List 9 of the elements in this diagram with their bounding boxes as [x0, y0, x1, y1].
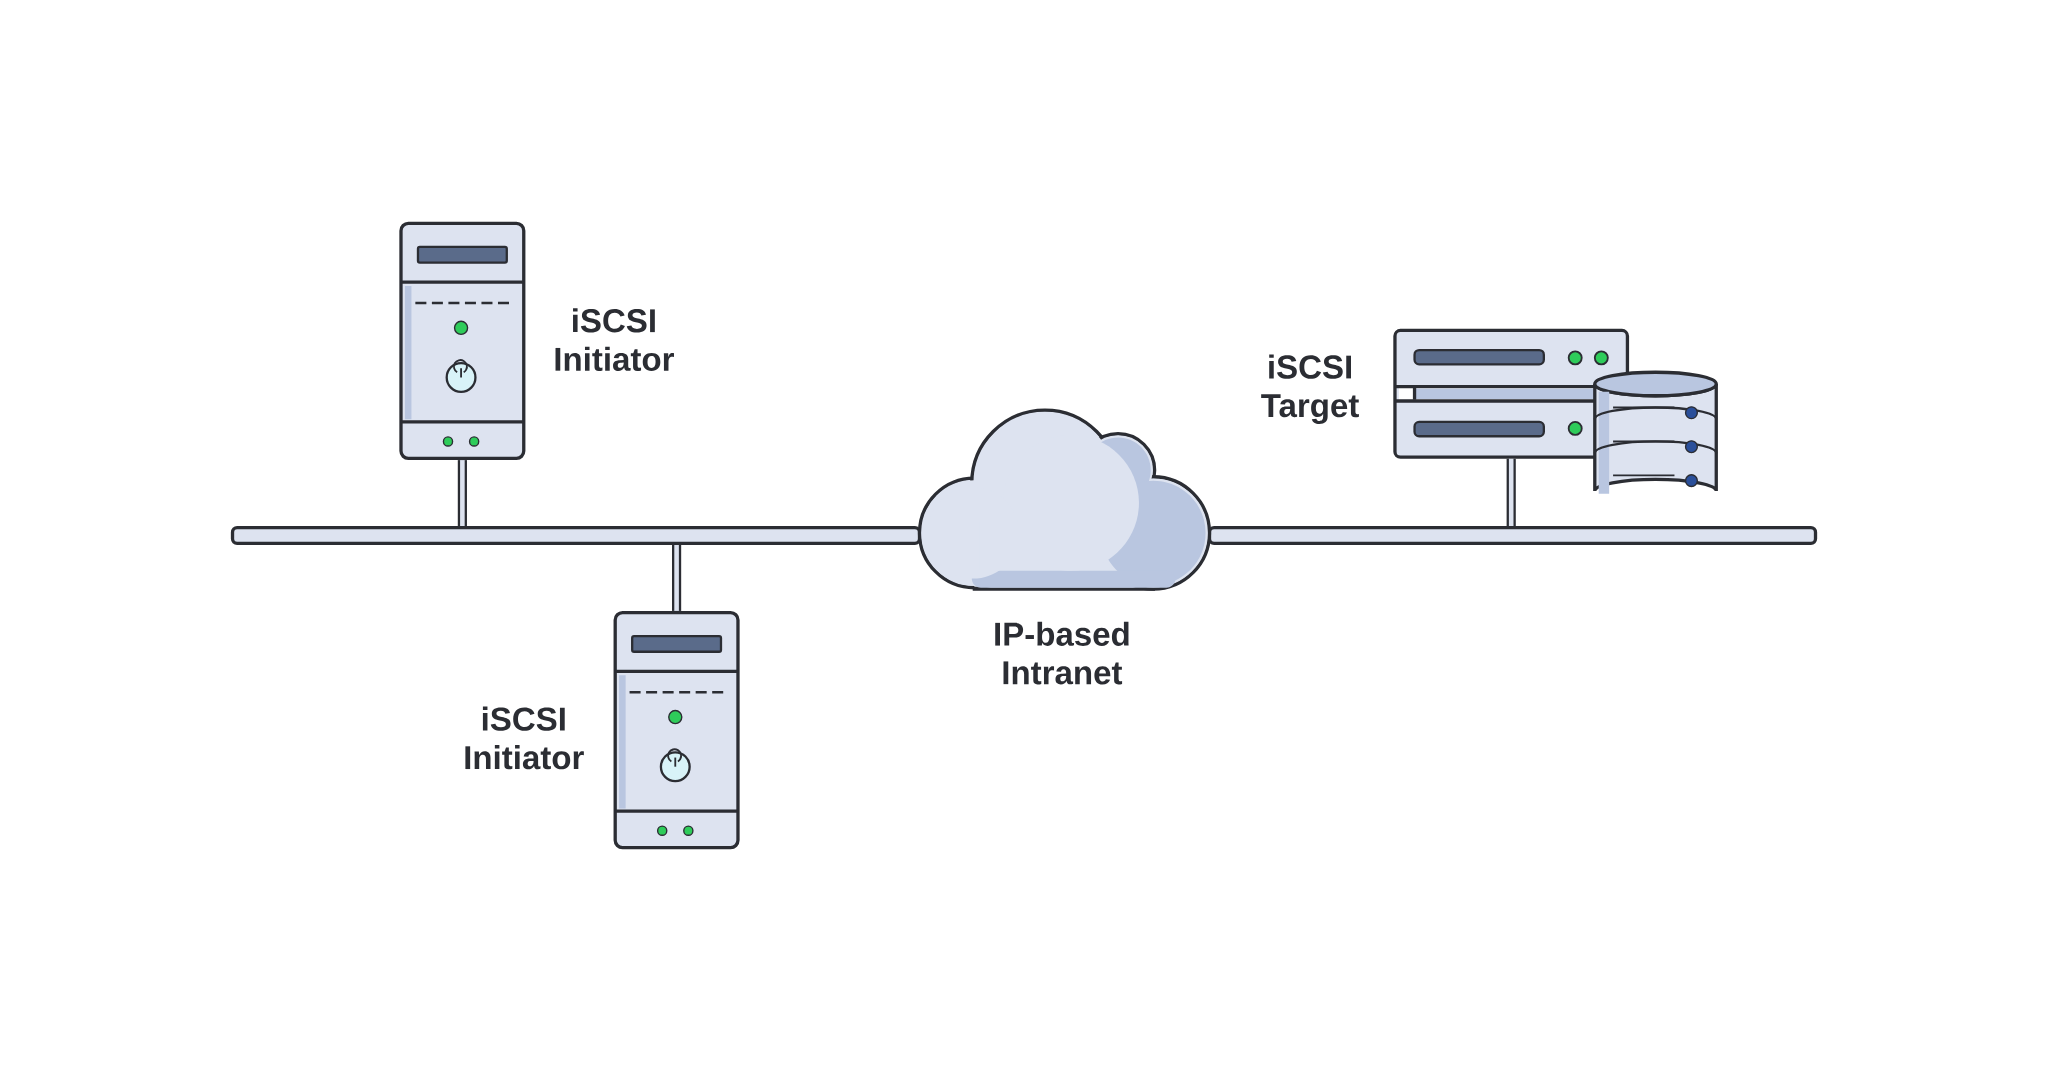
network-cable [1207, 525, 1818, 545]
cable-stub [457, 459, 467, 526]
device-label: iSCSI Initiator [465, 706, 584, 770]
network-cable [230, 525, 922, 545]
device-label: iSCSI Initiator [555, 308, 674, 371]
cloud-label: IP-based Intranet [995, 621, 1129, 685]
cable-stub [1506, 458, 1516, 526]
device-label: iSCSI Target [1261, 354, 1359, 424]
cable-stub [672, 544, 682, 611]
